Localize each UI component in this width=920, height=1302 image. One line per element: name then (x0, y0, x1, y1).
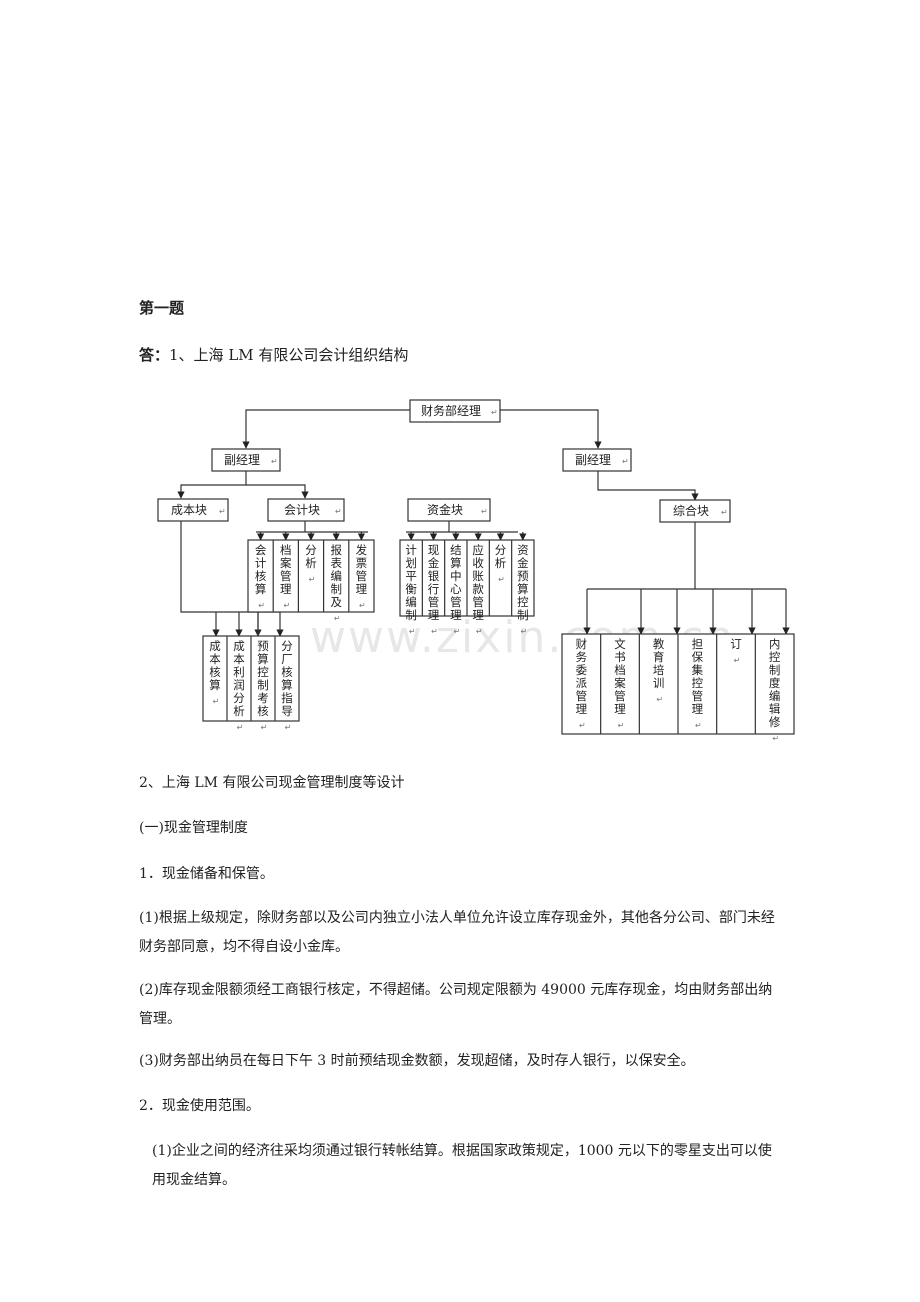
cost-items-item-2: 成本利润分析 (233, 639, 245, 718)
return-mark: ↵ (618, 721, 625, 730)
box-vp-right-frame (562, 448, 632, 472)
fund-items-item-3: 结算中心管理 (450, 543, 462, 622)
general-items: 财务委派管理 ↵ 文书档案管理 ↵ 教育培训 ↵ 担保集控管理 ↵ 订 ↵ 内控制度编辑修 ↵ (561, 633, 795, 743)
return-mark: ↵ (334, 614, 341, 623)
general-items-item-6: 内控制度编辑修 (769, 637, 781, 729)
return-mark: ↵ (498, 575, 505, 584)
box-fund-block-label: 资金块 (427, 502, 463, 517)
accounting-items-item-5: 发票管理 (356, 543, 368, 596)
paragraph-3: (3)财务部出纳员在每日下午 3 时前预结现金数额，发现超储，及时存人银行，以保… (139, 1053, 695, 1069)
box-finance-manager-label: 财务部经理 (421, 403, 481, 418)
cost-items-item-3: 预算控制考核 (257, 639, 269, 718)
box-accounting-block: 会计块 ↵ (267, 498, 345, 522)
box-cost-block: 成本块 ↵ (157, 498, 229, 522)
return-mark: ↵ (271, 457, 278, 466)
general-items-item-1: 财务委派管理 (576, 637, 588, 716)
connector-line (597, 471, 699, 501)
box-vp-left-label: 副经理 (224, 453, 260, 467)
connector-line (177, 471, 247, 499)
return-mark: ↵ (237, 723, 244, 732)
box-vp-right-label: 副经理 (575, 453, 611, 467)
general-items-item-2: 文书档案管理 (614, 637, 626, 716)
return-mark: ↵ (219, 507, 226, 516)
answer-text: 1、上海 LM 有限公司会计组织结构 (169, 346, 409, 364)
fund-items: 计划平衡编制 ↵ 现金银行管理 ↵ 结算中心管理 ↵ 应收账款管理 ↵ 分析 ↵ 资金预算控制 ↵ (399, 539, 535, 636)
section-2-heading: 2、上海 LM 有限公司现金管理制度等设计 (139, 775, 405, 791)
box-cost-block-label: 成本块 (171, 503, 207, 517)
fund-items-item-2: 现金银行管理 (428, 543, 440, 622)
accounting-items: 会计核算 ↵ 档案管理 ↵ 分析 ↵ 报表编制及 ↵ 发票管理 ↵ (247, 539, 375, 623)
paragraph-1: (1)根据上级规定，除财务部以及公司内独立小法人单位允许设立库存现金外，其他各分… (139, 910, 775, 955)
return-mark: ↵ (258, 601, 265, 610)
return-mark: ↵ (213, 697, 220, 706)
return-mark: ↵ (476, 627, 483, 636)
general-items-item-4: 担保集控管理 (692, 637, 704, 716)
connector-line (180, 521, 280, 613)
connector-line (500, 409, 602, 449)
box-accounting-block-label: 会计块 (284, 503, 320, 517)
return-mark: ↵ (359, 601, 366, 610)
return-mark: ↵ (409, 627, 416, 636)
return-mark: ↵ (520, 627, 527, 636)
accounting-items-item-2: 档案管理 (280, 543, 292, 596)
cost-items-item-1: 成本核算 (209, 639, 221, 692)
return-mark: ↵ (261, 723, 268, 732)
subsection-cash-system: (一)现金管理制度 (139, 820, 248, 836)
return-mark: ↵ (622, 457, 629, 466)
item-1-heading: 1．现金储备和保管。 (139, 866, 274, 882)
return-mark: ↵ (431, 627, 438, 636)
return-mark: ↵ (734, 656, 741, 665)
cost-items: 成本核算 ↵ 成本利润分析 ↵ 预算控制考核 ↵ 分厂核算指导 ↵ (202, 635, 300, 732)
return-mark: ↵ (579, 721, 586, 730)
box-fund-block: 资金块 ↵ (407, 498, 491, 522)
accounting-items-item-3: 分析 (305, 543, 317, 570)
answer-label: 答： (139, 346, 170, 364)
fund-items-item-6: 资金预算控制 (517, 543, 529, 622)
fund-items-item-4: 应收账款管理 (472, 543, 484, 622)
return-mark: ↵ (283, 601, 290, 610)
paragraph-4: (1)企业之间的经济往采均须通过银行转帐结算。根据国家政策规定，1000 元以下… (152, 1143, 772, 1188)
paragraph-2: (2)库存现金限额须经工商银行核定，不得超储。公司规定限额为 49000 元库存… (139, 982, 773, 1027)
box-finance-manager-frame (409, 399, 501, 423)
return-mark: ↵ (453, 627, 460, 636)
return-mark: ↵ (309, 575, 316, 584)
fund-items-item-1: 计划平衡编制 (405, 543, 417, 622)
return-mark: ↵ (721, 508, 728, 517)
fund-items-item-5: 分析 (495, 543, 507, 570)
box-vp-right: 副经理 ↵ (562, 448, 632, 472)
return-mark: ↵ (656, 695, 663, 704)
general-items-item-3: 教育培训 (653, 637, 665, 690)
return-mark: ↵ (772, 734, 779, 743)
accounting-items-item-4: 报表编制及 (330, 543, 342, 609)
connector-line (246, 484, 309, 499)
return-mark: ↵ (285, 723, 292, 732)
item-2-heading: 2．现金使用范围。 (139, 1098, 260, 1114)
box-general-block-frame (659, 499, 731, 523)
box-general-block: 综合块 ↵ (659, 499, 731, 523)
org-chart: www.zixin.com.cn 财务部经理↵副经理↵副经理↵成本块↵会计块↵资… (157, 399, 795, 743)
cost-items-item-4: 分厂核算指导 (281, 639, 293, 718)
return-mark: ↵ (491, 408, 498, 417)
box-cost-block-frame (157, 498, 229, 522)
general-items-item-5: 订 (730, 637, 742, 651)
connector-line (242, 409, 455, 449)
return-mark: ↵ (335, 507, 342, 516)
accounting-items-item-1: 会计核算 (255, 543, 267, 596)
question-title: 第一题 (139, 299, 185, 317)
box-fund-block-frame (407, 498, 491, 522)
return-mark: ↵ (695, 721, 702, 730)
answer-heading: 答：1、上海 LM 有限公司会计组织结构 (139, 344, 408, 365)
box-finance-manager: 财务部经理 ↵ (409, 399, 501, 423)
accounting-items-frame (247, 539, 375, 613)
return-mark: ↵ (481, 507, 488, 516)
box-accounting-block-frame (267, 498, 345, 522)
box-general-block-label: 综合块 (673, 503, 709, 518)
box-vp-left: 副经理 ↵ (211, 448, 281, 472)
box-vp-left-frame (211, 448, 281, 472)
